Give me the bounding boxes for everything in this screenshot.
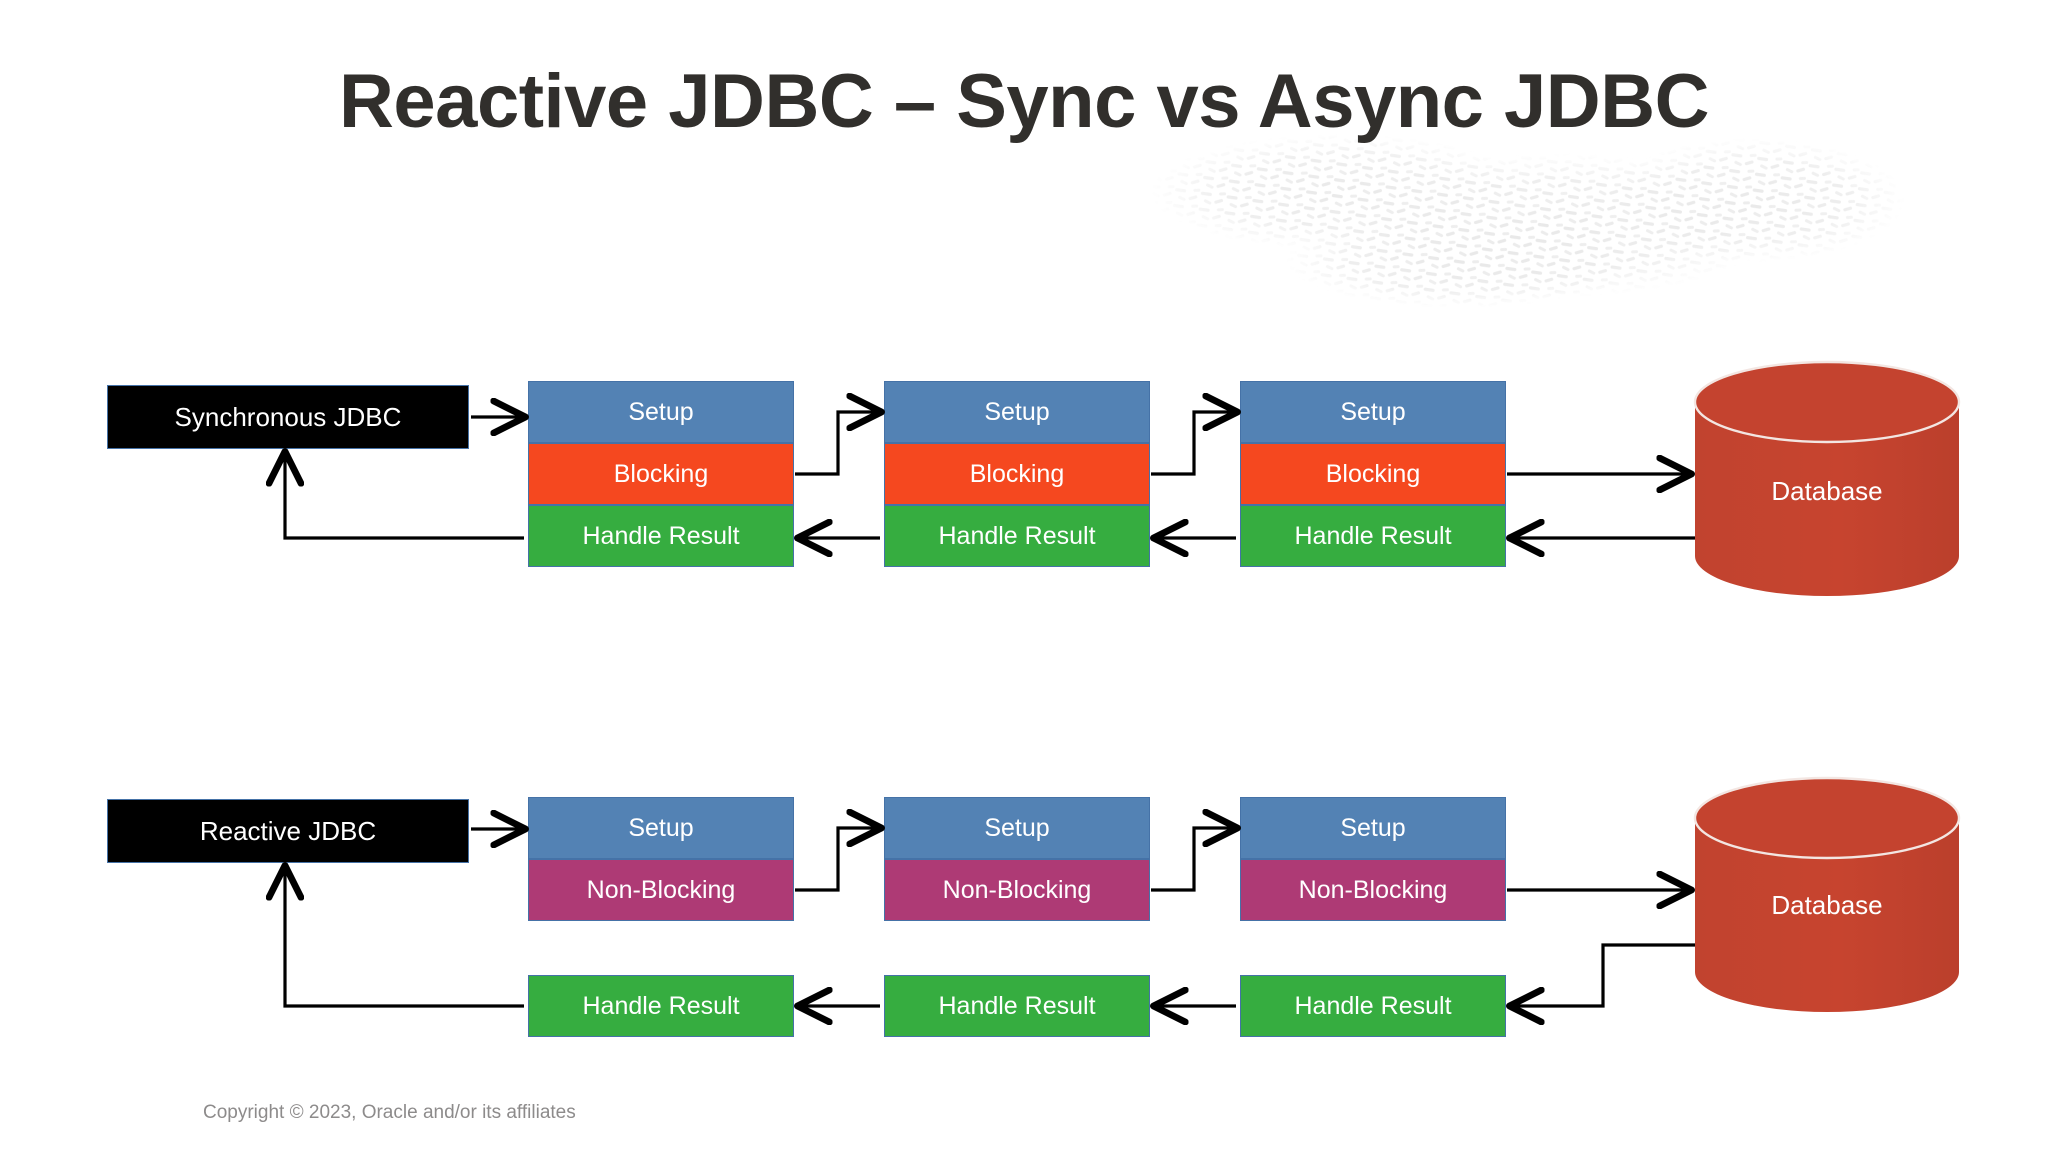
reactive-stage-1-setup[interactable]: Setup bbox=[528, 797, 794, 859]
reactive-stage-1-result[interactable]: Handle Result bbox=[528, 975, 794, 1037]
sync-entry-box[interactable]: Synchronous JDBC bbox=[107, 385, 469, 449]
footer-copyright: Copyright © 2023, Oracle and/or its affi… bbox=[203, 1102, 576, 1123]
reactive-arrow-stage1-result-to-entry bbox=[285, 867, 524, 1008]
reactive-database-cylinder[interactable] bbox=[1693, 776, 1961, 1012]
sync-arrow-stage1-to-stage2 bbox=[795, 412, 880, 476]
reactive-entry-box[interactable]: Reactive JDBC bbox=[107, 799, 469, 863]
reactive-stage-3-setup[interactable]: Setup bbox=[1240, 797, 1506, 859]
sync-stage-3-result[interactable]: Handle Result bbox=[1240, 505, 1506, 567]
reactive-arrow-stage2-to-stage3 bbox=[1151, 828, 1236, 892]
reactive-stage-2-result[interactable]: Handle Result bbox=[884, 975, 1150, 1037]
sync-stage-1-blocking[interactable]: Blocking bbox=[528, 443, 794, 505]
sync-stage-3-setup[interactable]: Setup bbox=[1240, 381, 1506, 443]
sync-stage-2-result[interactable]: Handle Result bbox=[884, 505, 1150, 567]
reactive-arrow-database-to-stage3-result bbox=[1511, 943, 1695, 1006]
sync-database-cylinder[interactable] bbox=[1693, 360, 1961, 596]
sync-stage-1-result[interactable]: Handle Result bbox=[528, 505, 794, 567]
reactive-stage-3-result[interactable]: Handle Result bbox=[1240, 975, 1506, 1037]
reactive-stage-2-non-blocking[interactable]: Non-Blocking bbox=[884, 859, 1150, 921]
sync-stage-2-blocking[interactable]: Blocking bbox=[884, 443, 1150, 505]
sync-stage-1-setup[interactable]: Setup bbox=[528, 381, 794, 443]
reactive-stage-2-setup[interactable]: Setup bbox=[884, 797, 1150, 859]
sync-arrow-stage2-to-stage3 bbox=[1151, 412, 1236, 476]
sync-arrow-stage1-result-to-entry bbox=[285, 453, 524, 540]
reactive-stage-1-non-blocking[interactable]: Non-Blocking bbox=[528, 859, 794, 921]
page-title: Reactive JDBC – Sync vs Async JDBC bbox=[339, 59, 1709, 144]
reactive-arrow-stage1-to-stage2 bbox=[795, 828, 880, 892]
sync-stage-2-setup[interactable]: Setup bbox=[884, 381, 1150, 443]
sync-stage-3-blocking[interactable]: Blocking bbox=[1240, 443, 1506, 505]
reactive-stage-3-non-blocking[interactable]: Non-Blocking bbox=[1240, 859, 1506, 921]
